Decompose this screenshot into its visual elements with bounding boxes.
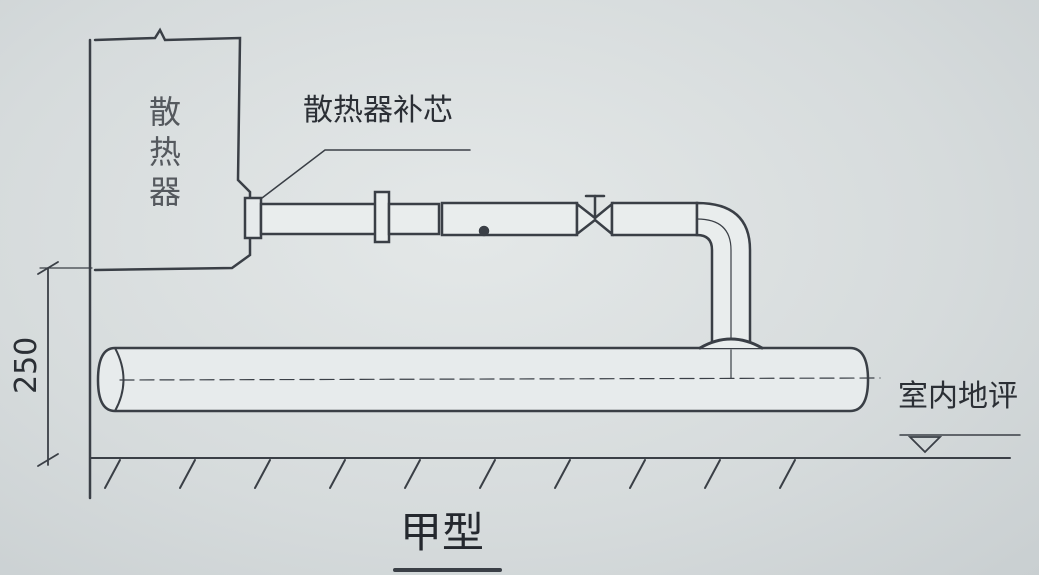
floor-level-triangle <box>907 436 943 454</box>
tee-weld <box>698 337 764 350</box>
floor-level-label: 室内地评 <box>898 379 1018 414</box>
branch-pipe-segment-3 <box>440 201 579 237</box>
branch-pipe-segment-1 <box>259 202 378 236</box>
callout-leader <box>261 149 471 199</box>
elbow-pipe <box>695 201 752 352</box>
branch-pipe-segment-4 <box>610 201 699 237</box>
bushing-flange <box>243 196 263 240</box>
branch-pipe-segment-2 <box>387 202 441 236</box>
radiator-label: 散热器 <box>148 93 181 211</box>
dimension-tick-bottom <box>37 453 59 467</box>
branch-union <box>373 190 391 244</box>
dimension-label: 250 <box>9 336 44 394</box>
elbow-inner-line <box>696 218 732 351</box>
radiator-outline <box>93 27 252 272</box>
floor-hatch <box>104 459 796 489</box>
bushing-callout-label: 散热器补芯 <box>303 93 453 128</box>
figure-title: 甲型 <box>400 508 485 557</box>
pipe-hole <box>478 225 490 237</box>
main-pipe-centerline <box>119 377 881 381</box>
